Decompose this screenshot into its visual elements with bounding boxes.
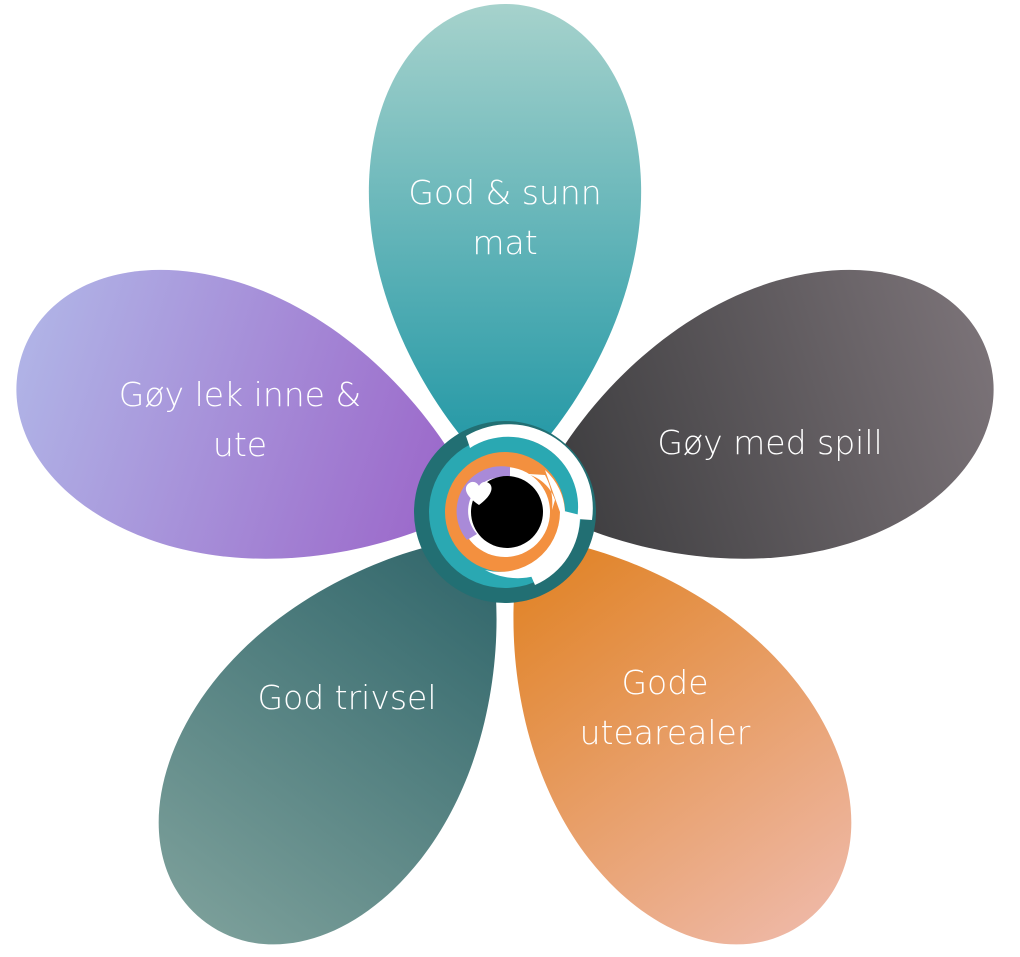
petal-bottom-left [158,536,497,945]
petal-label-gode-utearealer: Gode utearealer [579,663,751,752]
petal-right [533,269,994,559]
petal-top [368,4,642,482]
petal-label-god-sunn-mat: God & sunn mat [408,173,602,262]
petal-label-goy-lek: Gøy lek inne & ute [118,375,362,464]
heart-icon [465,481,492,505]
petal-label-goy-med-spill: Gøy med spill [657,423,883,462]
white-arc [466,424,593,520]
center-emblem [414,421,596,603]
petal-left [16,269,477,559]
petal-label-god-trivsel: God trivsel [257,678,437,717]
petal-bottom-right [513,536,852,945]
